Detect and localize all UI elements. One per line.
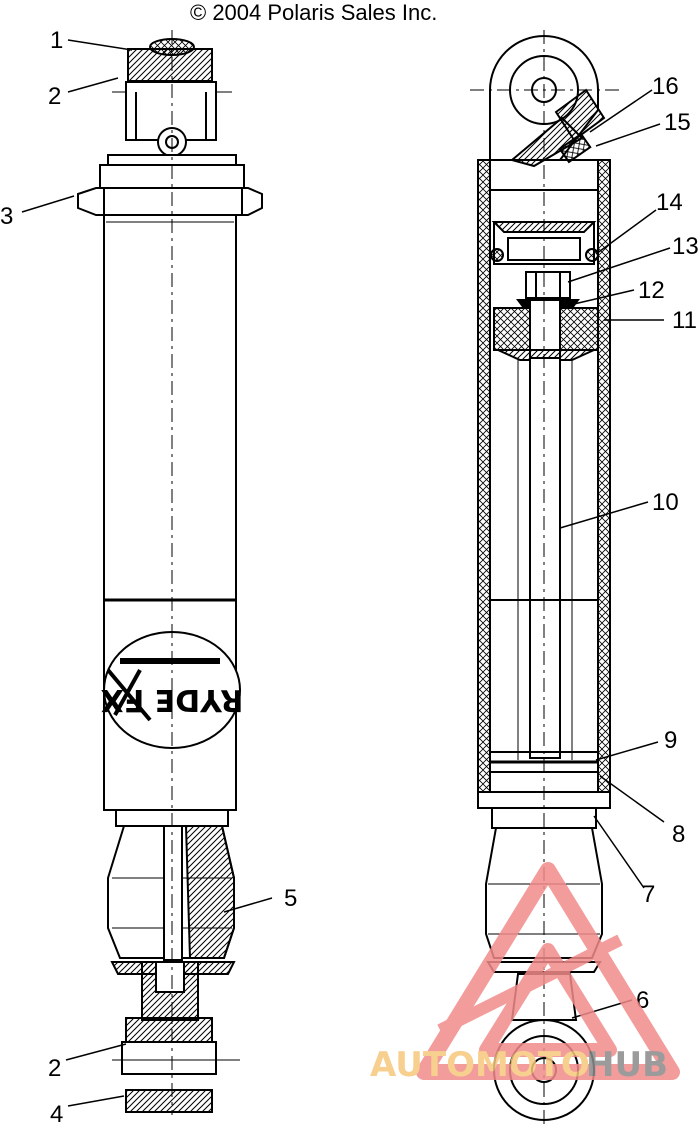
- bottom-eye-lower: [125, 1089, 213, 1113]
- body-wall-right: [597, 159, 611, 801]
- top-eye-sleeve: [127, 48, 213, 82]
- preload-nut: [77, 187, 263, 216]
- reservoir-valve: [509, 88, 606, 168]
- piston-oring-left: [490, 248, 504, 262]
- left-shock-exterior: RYDE FX: [77, 30, 263, 1115]
- watermark-triangle-outer: [416, 862, 680, 1080]
- watermark-hub: HUB: [586, 1045, 668, 1085]
- automotohub-watermark: AUTOMOTO HUB: [370, 862, 680, 1085]
- callout-1: 1: [50, 27, 63, 54]
- watermark-auto: AUTOMOTO: [370, 1045, 590, 1085]
- piston-rod: [529, 357, 561, 759]
- body-wall-left: [477, 159, 491, 801]
- callout-9: 9: [664, 727, 677, 754]
- callout-15: 15: [664, 109, 691, 136]
- watermark-triangle-inner: [479, 943, 617, 1057]
- shock-shaft: [163, 825, 183, 961]
- callout-14: 14: [656, 189, 683, 216]
- callout-5: 5: [284, 885, 297, 912]
- bottom-eye-upper: [125, 1017, 213, 1043]
- callout-2-bottom: 2: [48, 1055, 61, 1082]
- callout-16: 16: [652, 73, 679, 100]
- callout-4: 4: [50, 1101, 63, 1125]
- leader-lines: [21, 39, 671, 1107]
- callout-7: 7: [642, 881, 655, 908]
- callout-8: 8: [672, 821, 685, 848]
- piston-nut: [525, 271, 571, 299]
- piston-oring-right: [585, 248, 599, 262]
- bottom-eye-sleeve: [121, 1041, 217, 1075]
- callout-10: 10: [652, 489, 679, 516]
- callout-3: 3: [0, 203, 13, 230]
- callout-11: 11: [672, 307, 697, 334]
- callout-2-top: 2: [48, 83, 61, 110]
- callout-13: 13: [672, 233, 699, 260]
- copyright-text: © 2004 Polaris Sales Inc.: [190, 0, 437, 25]
- callout-labels: 1 2 3 2 4 5 16 15 14 13 12 11 10 9 8 7 6: [0, 27, 699, 1125]
- callout-12: 12: [638, 277, 665, 304]
